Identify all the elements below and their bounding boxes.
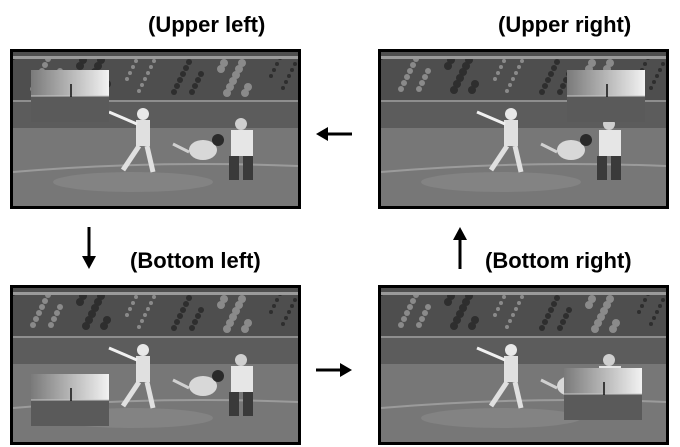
bottom-left-label: (Bottom left) bbox=[130, 248, 261, 273]
inset-picture bbox=[31, 70, 109, 122]
panel-upper-left bbox=[10, 49, 301, 209]
panel-bottom-right bbox=[378, 285, 669, 445]
bottom-right-label: (Bottom right) bbox=[485, 248, 632, 273]
panel-bottom-left bbox=[10, 285, 301, 445]
inset-picture bbox=[567, 70, 645, 122]
arrow-up-icon bbox=[453, 227, 467, 269]
arrow-down-icon bbox=[82, 227, 96, 269]
arrow-left-icon bbox=[316, 127, 352, 141]
upper-left-label: (Upper left) bbox=[148, 12, 266, 37]
panel-upper-right bbox=[378, 49, 669, 209]
inset-picture bbox=[564, 368, 642, 420]
arrow-right-icon bbox=[316, 363, 352, 377]
inset-picture bbox=[31, 374, 109, 426]
upper-right-label: (Upper right) bbox=[498, 12, 632, 37]
